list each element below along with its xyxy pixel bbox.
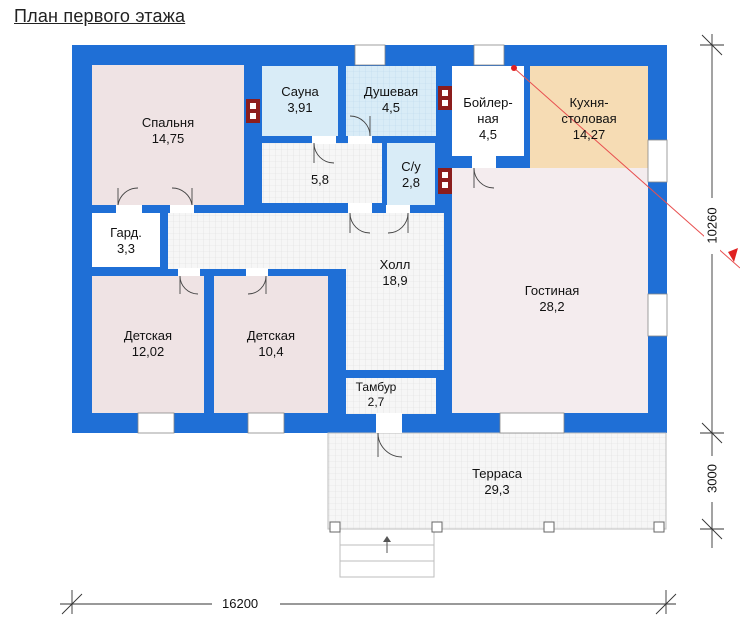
label-boiler: Бойлер- ная 4,5 (455, 95, 521, 143)
room-kids1 (92, 276, 204, 413)
label-sauna: Сауна 3,91 (265, 84, 335, 116)
room-vestibule (346, 378, 436, 414)
room-name: Детская (123, 328, 173, 343)
dimension-width: 16200 (222, 596, 259, 611)
annotation-line (513, 67, 740, 269)
label-kitchen: Кухня- столовая 14,27 (549, 95, 629, 143)
room-name-line2: столовая (561, 111, 617, 126)
room-area: 14,75 (151, 131, 185, 146)
room-area: 28,2 (539, 299, 565, 314)
doors (116, 115, 496, 458)
label-corridor: 5,8 (300, 172, 340, 188)
room-area: 3,3 (116, 241, 136, 256)
room-name: Гард. (110, 225, 142, 240)
room-name: Детская (246, 328, 296, 343)
dimension-height-main: 10260 (704, 207, 720, 244)
room-name-line2: ная (477, 111, 499, 126)
room-area: 2,7 (367, 395, 385, 409)
page-title: План первого этажа (14, 6, 186, 26)
room-bedroom (92, 65, 244, 205)
room-area: 18,9 (382, 273, 408, 288)
room-area: 10,4 (258, 344, 284, 359)
heater-icons (246, 86, 452, 194)
label-vestibule: Тамбур 2,7 (346, 380, 406, 410)
room-area: 4,5 (478, 127, 498, 142)
room-boiler (452, 66, 524, 156)
room-area: 12,02 (131, 344, 165, 359)
room-hall-main (346, 213, 444, 370)
room-kitchen (530, 66, 648, 168)
label-living: Гостиная 28,2 (510, 283, 594, 315)
room-area: 3,91 (287, 100, 313, 115)
dimension-height-terrace: 3000 (704, 464, 720, 493)
room-area: 2,8 (401, 175, 421, 190)
label-shower: Душевая 4,5 (350, 84, 432, 116)
room-sauna (262, 66, 338, 136)
room-name: Терраса (472, 466, 522, 481)
room-wc (387, 143, 435, 205)
room-name: Спальня (141, 115, 195, 130)
room-name-line1: Бойлер- (463, 95, 513, 110)
label-wc: С/у 2,8 (389, 159, 433, 191)
room-wardrobe (92, 213, 160, 267)
room-name: Тамбур (355, 380, 397, 394)
room-corridor (262, 143, 382, 203)
label-hall: Холл 18,9 (355, 257, 435, 289)
room-name: Гостиная (524, 283, 580, 298)
room-living (452, 168, 648, 413)
label-bedroom: Спальня 14,75 (128, 115, 208, 147)
room-name-line1: Кухня- (569, 95, 609, 110)
room-area: 14,27 (572, 127, 606, 142)
label-wardrobe: Гард. 3,3 (96, 225, 156, 257)
room-name: Сауна (281, 84, 319, 99)
room-area: 5,8 (310, 172, 330, 187)
room-kids2 (214, 276, 328, 413)
room-area: 29,3 (484, 482, 510, 497)
room-name: С/у (401, 159, 421, 174)
label-kids2: Детская 10,4 (231, 328, 311, 360)
room-name: Душевая (363, 84, 419, 99)
label-kids1: Детская 12,02 (108, 328, 188, 360)
room-area: 4,5 (381, 100, 401, 115)
room-shower (346, 66, 436, 136)
room-name: Холл (379, 257, 411, 272)
windows (137, 44, 668, 434)
label-terrace: Терраса 29,3 (457, 466, 537, 498)
